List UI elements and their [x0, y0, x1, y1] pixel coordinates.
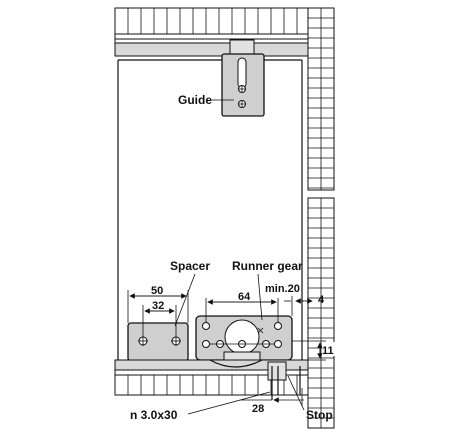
spacer-dimensions: 50 32 [127, 285, 189, 337]
right-wall-lower [307, 197, 335, 429]
dim-height: 11 [322, 345, 334, 357]
top-track [114, 7, 309, 57]
dim-min-gap: min.20 [265, 283, 300, 295]
stop-label: Stop [306, 408, 333, 422]
spacer-label: Spacer [170, 259, 210, 273]
bottom-track [114, 359, 309, 400]
runner-gear-part [195, 315, 293, 361]
dim-stop-offset: 28 [252, 403, 264, 415]
dim-spacer-holes: 32 [152, 300, 164, 312]
stop-dimension: 28 [240, 388, 304, 415]
door-panel [117, 59, 303, 365]
guide-label: Guide [178, 93, 212, 107]
guide-part [221, 39, 265, 117]
screw-label: n 3.0x30 [130, 408, 178, 422]
runner-gear-callout: Runner gear [232, 259, 303, 321]
dim-side-gap: 4 [318, 294, 325, 306]
runner-dimensions: 64 min.20 4 [205, 283, 325, 322]
spacer-callout: Spacer [170, 259, 210, 327]
screw-callout: n 3.0x30 [130, 391, 271, 422]
runner-gear-label: Runner gear [232, 259, 303, 273]
brick-joints [308, 17, 334, 419]
guide-callout: Guide [178, 93, 234, 107]
dim-runner-holes: 64 [238, 291, 251, 303]
dim-spacer-outer: 50 [151, 285, 163, 297]
stop-callout: Stop [287, 375, 333, 422]
spacer-part [127, 322, 189, 362]
right-wall-upper [307, 7, 335, 191]
